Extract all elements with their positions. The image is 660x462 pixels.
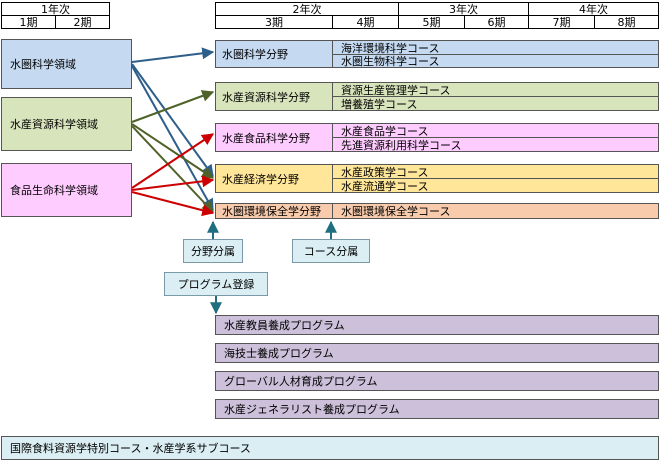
program-global-talent: グローバル人材育成プログラム	[215, 371, 659, 391]
arrow-resources-to-resources-field	[131, 90, 215, 123]
domain-aquatic-science: 水圏科学領域	[1, 39, 132, 89]
program-fisheries-generalist: 水産ジェネラリスト養成プログラム	[215, 399, 659, 419]
term-6-header: 6期	[464, 15, 529, 29]
program-marine-officer: 海技士養成プログラム	[215, 343, 659, 363]
field-environment-conservation: 水圏環境保全学分野	[215, 203, 333, 219]
program-register-label: プログラム登録	[164, 272, 268, 296]
term-2-header: 2期	[55, 15, 110, 29]
arrow-food-to-environment	[131, 191, 215, 217]
special-course-banner: 国際食料資源学特別コース・水産学系サブコース	[1, 436, 659, 460]
course-advanced-resource-utilization: 先進資源利用科学コース	[332, 137, 659, 152]
field-aquatic-science: 水圏科学分野	[215, 40, 333, 68]
term-5-header: 5期	[398, 15, 465, 29]
course-environment-conservation: 水圏環境保全学コース	[332, 203, 659, 219]
year4-header: 4年次	[528, 2, 659, 16]
arrow-food-to-food-field	[131, 133, 214, 189]
arrow-aquatic-to-economics	[131, 63, 214, 177]
course-fisheries-food: 水産食品学コース	[332, 123, 659, 138]
term-1-header: 1期	[1, 15, 56, 29]
arrow-resources-to-environment	[131, 125, 214, 213]
field-food-science: 水産食品科学分野	[215, 123, 333, 152]
program-teacher-training: 水産教員養成プログラム	[215, 315, 659, 335]
arrow-resources-to-economics	[131, 123, 214, 179]
course-assign-label: コース分属	[292, 239, 370, 263]
domain-food-life-science: 食品生命科学領域	[1, 163, 132, 217]
arrow-aquatic-to-environment	[131, 65, 214, 212]
domain-fisheries-resources: 水産資源科学領域	[1, 97, 132, 151]
term-7-header: 7期	[528, 15, 595, 29]
arrow-aquatic-to-aquatic-field	[131, 47, 215, 63]
course-marine-environment: 海洋環境科学コース	[332, 40, 659, 55]
course-fisheries-distribution: 水産流通学コース	[332, 178, 659, 193]
field-assign-label: 分野分属	[183, 239, 243, 263]
term-8-header: 8期	[594, 15, 659, 29]
arrow-food-to-economics	[131, 175, 215, 191]
field-fisheries-economics: 水産経済学分野	[215, 164, 333, 193]
course-aquaculture: 増養殖学コース	[332, 96, 659, 111]
course-aquatic-biology: 水圏生物科学コース	[332, 54, 659, 68]
